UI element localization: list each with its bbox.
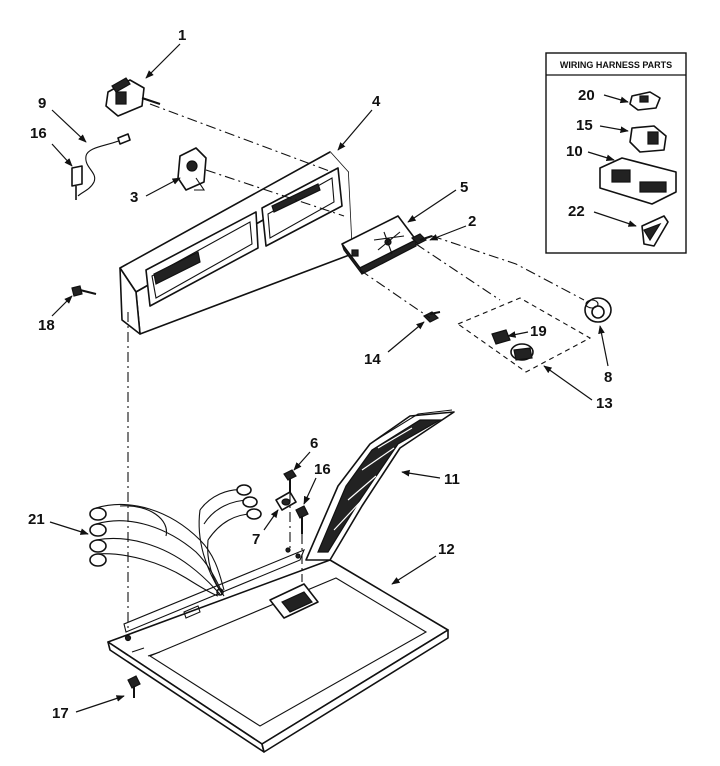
part-7-clip [275,491,297,511]
callout-7: 7 [252,531,260,548]
part-5-plate [341,215,417,275]
part-18-screw [71,285,97,297]
callout-14: 14 [364,351,381,368]
legend-label-20: 20 [578,87,595,104]
callout-13: 13 [596,395,613,412]
part-8-knob [584,297,612,323]
callout-3: 3 [130,189,138,206]
callout-6: 6 [310,435,318,452]
legend-label-15: 15 [576,117,593,134]
callout-18: 18 [38,317,55,334]
part-13-group [456,297,592,373]
base-panel [107,547,449,753]
callout-12: 12 [438,541,455,558]
callout-11: 11 [444,471,460,488]
callout-4: 4 [372,93,381,110]
legend-part-15: 15 [576,117,667,153]
callout-labels: 1 9 16 4 3 5 2 18 14 19 8 13 6 16 11 7 2 [28,27,613,722]
legend-label-10: 10 [566,143,583,160]
callout-16-top: 16 [30,125,47,142]
assembly-lines [127,103,585,630]
legend-part-10: 10 [566,143,677,205]
legend-label-22: 22 [568,203,585,220]
wiring-harness-legend: WIRING HARNESS PARTS 20 15 10 22 [545,52,687,254]
callout-2: 2 [468,213,476,230]
part-11-harness [305,409,455,561]
callout-1: 1 [178,27,186,44]
part-14-screw [422,311,441,323]
callout-19: 19 [530,323,547,340]
legend-part-22: 22 [568,203,669,247]
part-16-screw [295,505,309,534]
part-6-screw [283,469,297,492]
callout-8: 8 [604,369,612,386]
callout-9: 9 [38,95,46,112]
callout-16-mid: 16 [314,461,331,478]
part-21-wiring [89,484,262,597]
console-panel [119,151,353,335]
part-1-switch [105,77,161,117]
part-17-screw [127,675,141,698]
part-9-wire [71,133,131,200]
callout-17: 17 [52,705,69,722]
callout-5: 5 [460,179,468,196]
legend-title: WIRING HARNESS PARTS [560,60,672,70]
legend-part-20: 20 [578,87,661,111]
callout-21: 21 [28,511,45,528]
part-3-timer [177,147,207,191]
